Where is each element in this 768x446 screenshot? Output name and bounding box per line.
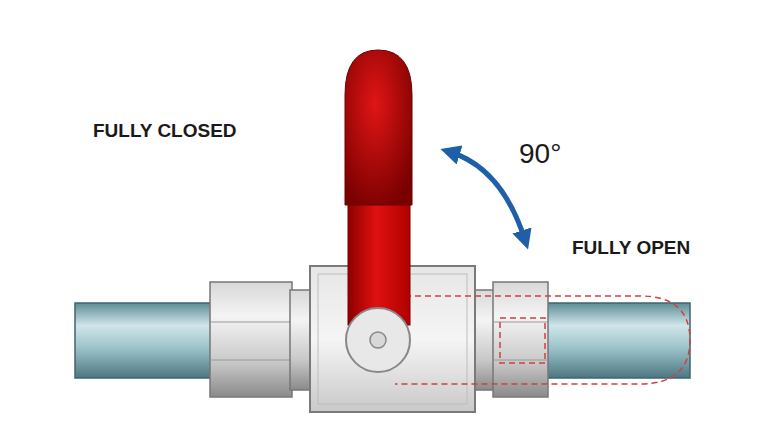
right-pipe [540, 303, 690, 378]
state-label: 90° [519, 140, 561, 168]
state-label: FULLY CLOSED [93, 121, 237, 140]
open-handle-outline [395, 296, 690, 384]
valve-stem [346, 308, 410, 372]
left-nut [210, 282, 292, 397]
state-label: FULLY OPEN [572, 238, 690, 257]
right-collar [473, 290, 495, 390]
handle-lever [348, 200, 410, 325]
rotation-arrow [450, 152, 525, 240]
left-pipe [75, 303, 220, 378]
left-collar [290, 290, 312, 390]
right-nut [493, 282, 548, 397]
handle-grip [345, 50, 412, 205]
